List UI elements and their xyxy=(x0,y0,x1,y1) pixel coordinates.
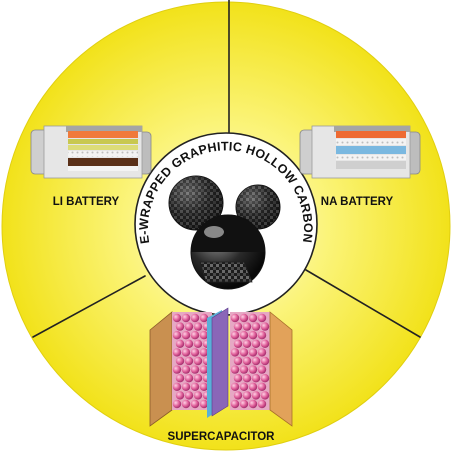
electrode-bead xyxy=(190,365,200,374)
electrode-bead xyxy=(181,313,191,323)
electrode-bead xyxy=(230,348,240,357)
electrode-bead xyxy=(248,365,258,374)
electrode-bead xyxy=(251,391,261,400)
electrode-bead xyxy=(175,339,185,348)
electrode-bead xyxy=(230,313,240,323)
electrode-bead xyxy=(190,382,200,391)
electrode-bead xyxy=(257,348,267,357)
electrode-bead xyxy=(257,399,267,409)
supercapacitor-label: SUPERCAPACITOR xyxy=(168,431,276,443)
electrode-bead xyxy=(181,382,191,391)
electrode-bead xyxy=(181,348,191,357)
electrode-bead xyxy=(190,399,200,409)
electrode-bead xyxy=(242,339,252,348)
electrode-bead xyxy=(257,331,267,340)
electrode-bead xyxy=(175,374,185,383)
electrode-bead xyxy=(239,348,249,357)
electrode-bead xyxy=(184,339,194,348)
electrode-bead xyxy=(184,322,194,331)
electrode-bead xyxy=(181,331,191,340)
electrode-bead xyxy=(190,348,200,357)
electrode-bead xyxy=(199,399,209,409)
electrode-bead xyxy=(181,365,191,374)
electrode-bead xyxy=(239,365,249,374)
electrode-bead xyxy=(233,391,243,400)
electrode-bead xyxy=(175,356,185,366)
electrode-bead xyxy=(257,382,267,391)
electrode-bead xyxy=(184,374,194,383)
li-battery-label: LI BATTERY xyxy=(53,196,120,208)
electrode-bead xyxy=(190,331,200,340)
li-battery-illustration xyxy=(30,125,152,179)
electrode-bead xyxy=(260,391,270,400)
electrode-bead xyxy=(181,399,191,409)
divider-right xyxy=(305,269,421,338)
electrode-bead xyxy=(239,399,249,409)
electrode-bead xyxy=(260,339,270,348)
electrode-bead xyxy=(172,313,182,323)
electrode-bead xyxy=(199,313,209,323)
electrode-bead xyxy=(175,322,185,331)
electrode-bead xyxy=(242,356,252,366)
divider-left xyxy=(32,275,146,338)
electrode-bead xyxy=(248,399,258,409)
electrode-bead xyxy=(248,313,258,323)
electrode-bead xyxy=(199,365,209,374)
electrode-bead xyxy=(172,348,182,357)
electrode-bead xyxy=(251,356,261,366)
supercapacitor-illustration xyxy=(149,307,293,427)
electrode-bead xyxy=(248,331,258,340)
electrode-bead xyxy=(199,348,209,357)
electrode-bead xyxy=(239,313,249,323)
electrode-bead xyxy=(233,339,243,348)
electrode-bead xyxy=(251,322,261,331)
electrode-bead xyxy=(251,339,261,348)
segment-dividers xyxy=(32,0,421,338)
electrode-bead xyxy=(233,322,243,331)
electrode-bead xyxy=(230,331,240,340)
electrode-bead xyxy=(230,382,240,391)
na-battery-illustration xyxy=(299,125,421,179)
electrode-bead xyxy=(184,391,194,400)
electrode-bead xyxy=(239,382,249,391)
electrode-bead xyxy=(260,356,270,366)
electrode-bead xyxy=(193,374,203,383)
electrode-bead xyxy=(233,356,243,366)
na-battery-label: NA BATTERY xyxy=(321,196,394,208)
electrode-bead xyxy=(193,356,203,366)
electrode-bead xyxy=(193,339,203,348)
electrode-bead xyxy=(199,382,209,391)
electrode-bead xyxy=(172,382,182,391)
electrode-bead xyxy=(184,356,194,366)
electrode-bead xyxy=(193,322,203,331)
electrode-bead xyxy=(257,365,267,374)
electrode-bead xyxy=(193,391,203,400)
electrode-bead xyxy=(257,313,267,323)
carbon-spheres-illustration xyxy=(168,175,281,290)
electrode-bead xyxy=(251,374,261,383)
electrode-bead xyxy=(242,322,252,331)
electrode-bead xyxy=(175,391,185,400)
electrode-bead xyxy=(239,331,249,340)
electrode-bead xyxy=(230,365,240,374)
electrode-bead xyxy=(248,382,258,391)
electrode-bead xyxy=(172,365,182,374)
electrode-bead xyxy=(230,399,240,409)
electrode-bead xyxy=(172,399,182,409)
electrode-bead xyxy=(248,348,258,357)
electrode-bead xyxy=(260,322,270,331)
electrode-bead xyxy=(172,331,182,340)
electrode-bead xyxy=(242,391,252,400)
electrode-bead xyxy=(260,374,270,383)
electrode-bead xyxy=(190,313,200,323)
electrode-bead xyxy=(199,331,209,340)
electrode-bead xyxy=(233,374,243,383)
electrode-bead xyxy=(242,374,252,383)
